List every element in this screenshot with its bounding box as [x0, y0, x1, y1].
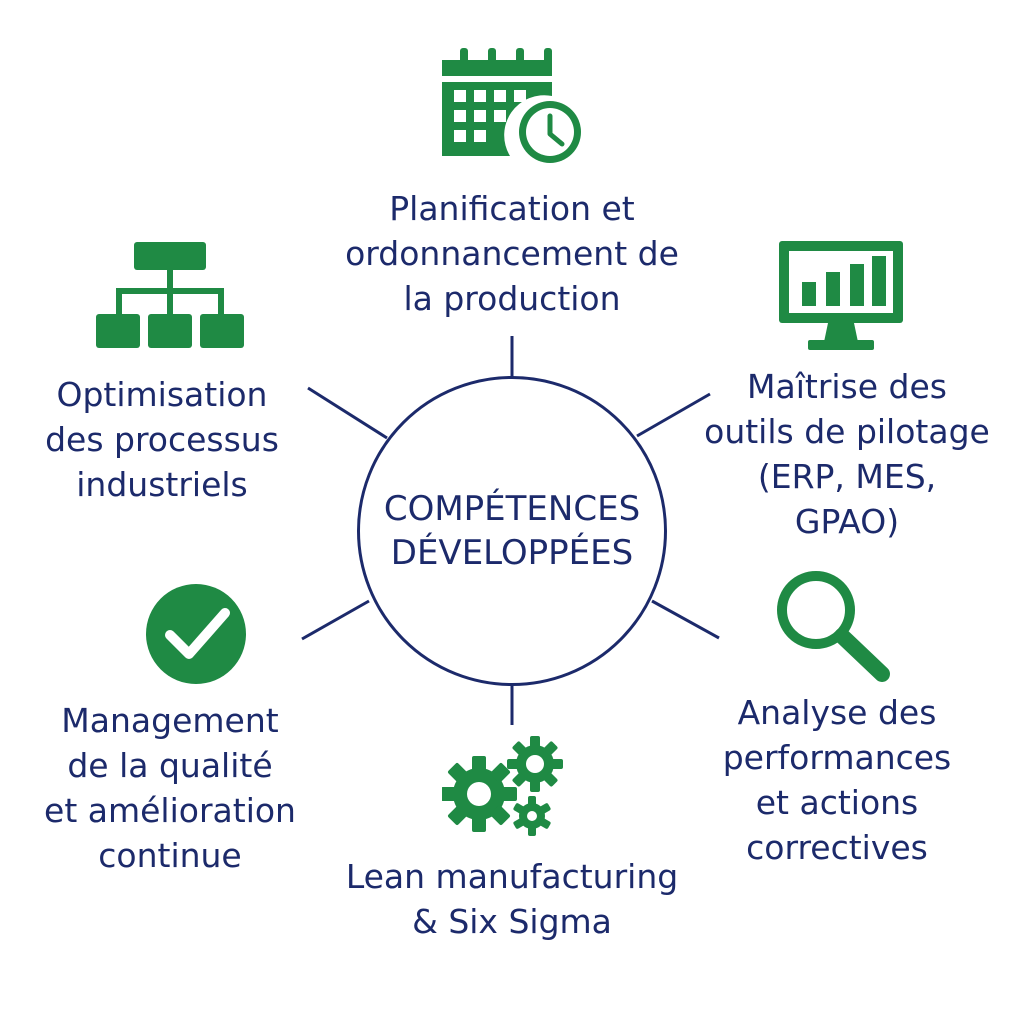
- gears-icon: [442, 736, 563, 836]
- center-title-line-1: COMPÉTENCES: [383, 489, 641, 529]
- connector-bottom-left: [301, 599, 370, 641]
- monitor-chart-icon: [779, 241, 903, 350]
- label-planning-line-2: ordonnancement de: [345, 234, 679, 273]
- label-quality: Management de la qualité et amélioration…: [22, 698, 318, 878]
- center-title-line-2: DÉVELOPPÉES: [390, 533, 634, 573]
- label-planning-line-1: Planification et: [389, 189, 635, 228]
- label-analysis-line-2: performances: [722, 738, 952, 777]
- connector-top-right: [636, 392, 711, 438]
- label-process: Optimisation des processus industriels: [22, 372, 302, 507]
- magnifier-icon: [777, 571, 890, 682]
- label-quality-line-4: continue: [98, 836, 242, 875]
- label-quality-line-3: et amélioration: [44, 791, 296, 830]
- label-tools: Maîtrise des outils de pilotage (ERP, ME…: [682, 364, 1012, 544]
- label-planning: Planification et ordonnancement de la pr…: [312, 186, 712, 321]
- label-tools-line-3: (ERP, MES,: [757, 457, 937, 496]
- label-tools-line-2: outils de pilotage: [704, 412, 990, 451]
- label-lean-line-2: & Six Sigma: [412, 902, 612, 941]
- label-analysis: Analyse des performances et actions corr…: [692, 690, 982, 870]
- check-circle-icon: [146, 584, 246, 684]
- connector-bottom-right: [651, 599, 720, 640]
- label-lean: Lean manufacturing & Six Sigma: [312, 854, 712, 944]
- label-tools-line-4: GPAO): [794, 502, 900, 541]
- label-planning-line-3: la production: [403, 279, 621, 318]
- label-tools-line-1: Maîtrise des: [747, 367, 947, 406]
- label-lean-line-1: Lean manufacturing: [345, 857, 679, 896]
- connector-top-left: [307, 386, 388, 440]
- label-process-line-1: Optimisation: [56, 375, 268, 414]
- label-quality-line-1: Management: [61, 701, 279, 740]
- label-analysis-line-3: et actions: [755, 783, 919, 822]
- org-chart-icon: [96, 242, 244, 348]
- label-process-line-2: des processus: [45, 420, 279, 459]
- center-circle: COMPÉTENCES DÉVELOPPÉES: [357, 376, 667, 686]
- label-analysis-line-1: Analyse des: [737, 693, 937, 732]
- label-quality-line-2: de la qualité: [67, 746, 273, 785]
- label-analysis-line-4: correctives: [746, 828, 928, 867]
- label-process-line-3: industriels: [76, 465, 248, 504]
- calendar-clock-icon: [442, 48, 586, 168]
